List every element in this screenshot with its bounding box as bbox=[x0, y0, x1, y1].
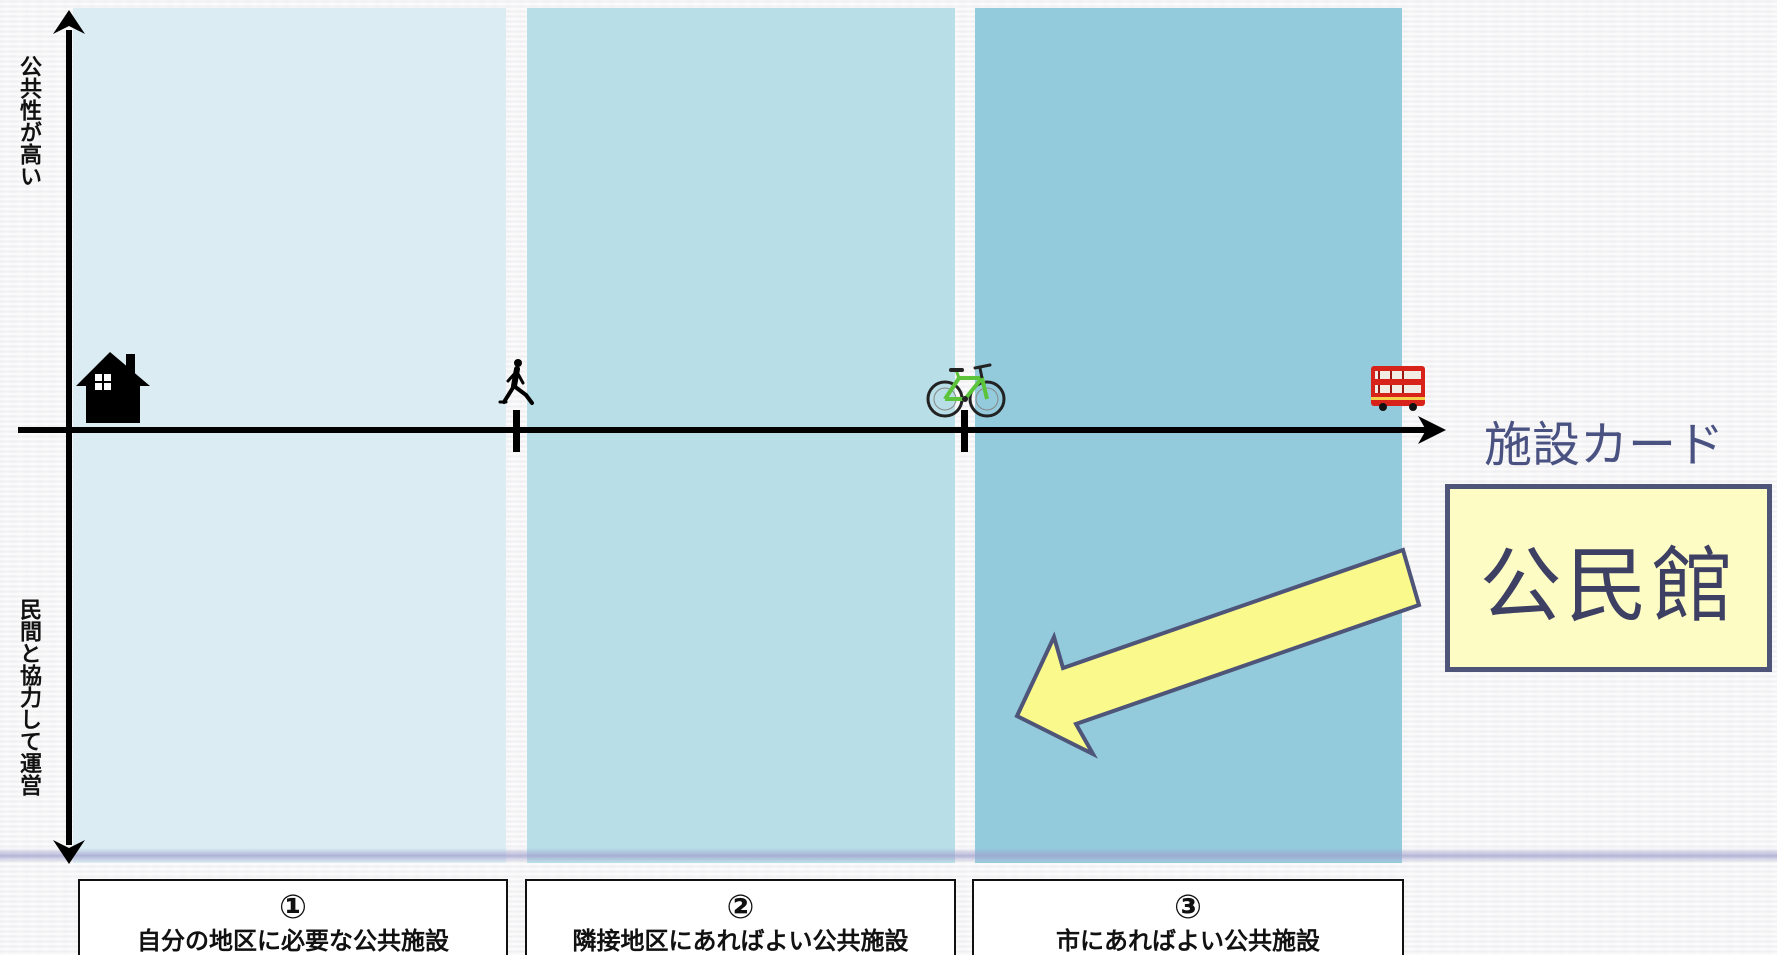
house-icon bbox=[76, 352, 150, 423]
category-label: 自分の地区に必要な公共施設 bbox=[137, 927, 449, 955]
facility-card[interactable]: 公民館 bbox=[1445, 484, 1772, 672]
facility-card-text: 公民館 bbox=[1479, 538, 1738, 634]
category-label: 隣接地区にあればよい公共施設 bbox=[572, 927, 909, 955]
pointer-arrow bbox=[1014, 547, 1422, 759]
horizontal-axis bbox=[18, 410, 1446, 452]
zone-adjacent-district bbox=[527, 8, 955, 863]
walking-person-icon bbox=[498, 359, 534, 405]
divider-band bbox=[0, 848, 1777, 862]
bus-icon bbox=[1371, 366, 1425, 411]
facility-card-label: 施設カード bbox=[1484, 417, 1725, 473]
category-number: ② bbox=[726, 887, 755, 926]
category-label: 市にあればよい公共施設 bbox=[1056, 927, 1320, 955]
vertical-axis bbox=[53, 10, 85, 864]
vertical-axis-top-label: 公共性が高い bbox=[16, 55, 41, 187]
category-number: ③ bbox=[1174, 887, 1202, 926]
vertical-axis-bottom-label: 民間と協力して運営 bbox=[16, 598, 41, 796]
category-box-3: ③ 市にあればよい公共施設 bbox=[972, 879, 1404, 955]
category-number: ① bbox=[279, 887, 307, 926]
zone-neighborhood bbox=[73, 8, 506, 863]
bicycle-icon bbox=[926, 363, 1006, 418]
category-box-1: ① 自分の地区に必要な公共施設 bbox=[78, 879, 508, 955]
category-box-2: ② 隣接地区にあればよい公共施設 bbox=[525, 879, 956, 955]
